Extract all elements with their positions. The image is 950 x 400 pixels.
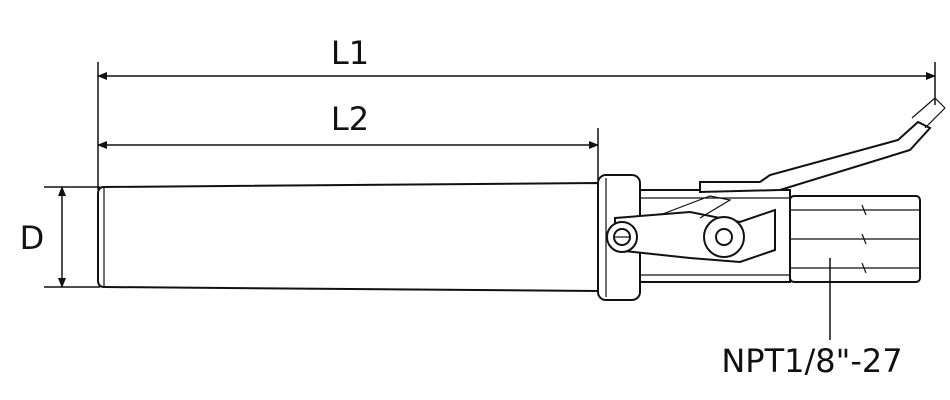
dimension-label-l2: L2: [331, 100, 369, 138]
thread-callout: NPT1/8"-27: [721, 258, 903, 380]
dimension-l1: L1: [97, 34, 936, 190]
dimension-label-d: D: [20, 219, 45, 257]
tool-body: [97, 97, 946, 301]
thread-spec-label: NPT1/8"-27: [721, 342, 902, 380]
dimension-d: D: [20, 186, 100, 288]
dimension-l2: L2: [97, 100, 599, 180]
dimension-label-l1: L1: [331, 34, 369, 72]
lever-arm: [699, 120, 932, 194]
shank: [97, 181, 599, 293]
